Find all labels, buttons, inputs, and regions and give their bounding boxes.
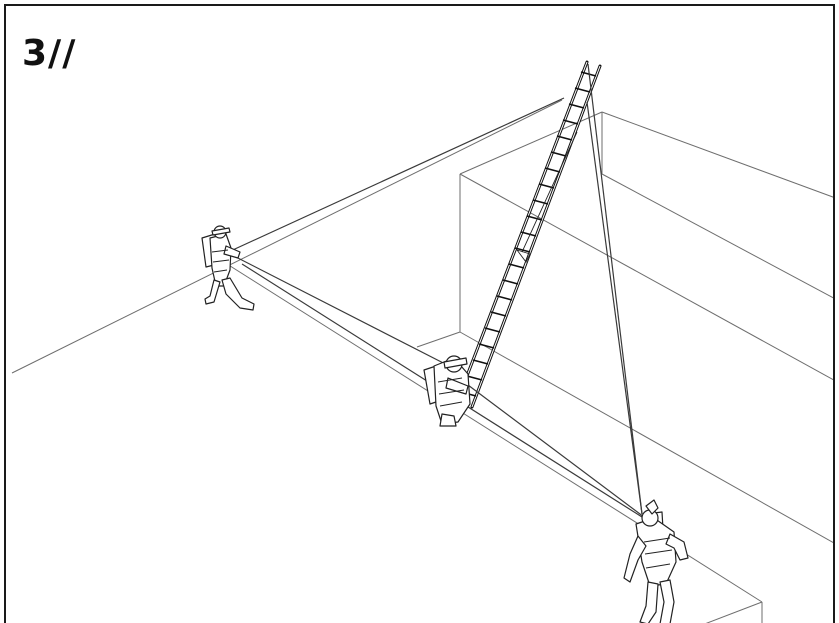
firefighter-left-leg-front <box>222 278 254 310</box>
firefighter-right <box>624 500 688 623</box>
firefighter-center <box>424 356 470 426</box>
ladder-rungs <box>461 72 596 396</box>
diagram-frame: 3// <box>4 4 835 623</box>
guy-rope-ladder-top <box>588 64 642 514</box>
roof-edge-back <box>602 112 835 200</box>
scene-illustration <box>6 6 835 623</box>
roof-edge-left <box>12 100 562 373</box>
guy-rope-right <box>587 102 642 514</box>
ledge-edge-left <box>417 332 460 347</box>
firefighter-right-helmet <box>642 510 658 526</box>
firefighter-right-leg-left <box>640 582 658 623</box>
firefighter-left-leg-back <box>205 280 220 304</box>
firefighter-center-leg <box>440 414 456 426</box>
firefighter-right-leg-right <box>660 580 674 623</box>
guy-ropes <box>224 64 644 517</box>
wall-edge-top <box>460 174 835 384</box>
firefighter-left <box>202 226 254 310</box>
guy-rope-left <box>224 98 564 254</box>
guy-rope-center <box>464 382 644 517</box>
building-edges <box>12 100 835 623</box>
guy-rope-left-lower <box>232 255 457 370</box>
wall-edge-inner <box>602 174 835 302</box>
ground-edge-front <box>702 602 762 623</box>
